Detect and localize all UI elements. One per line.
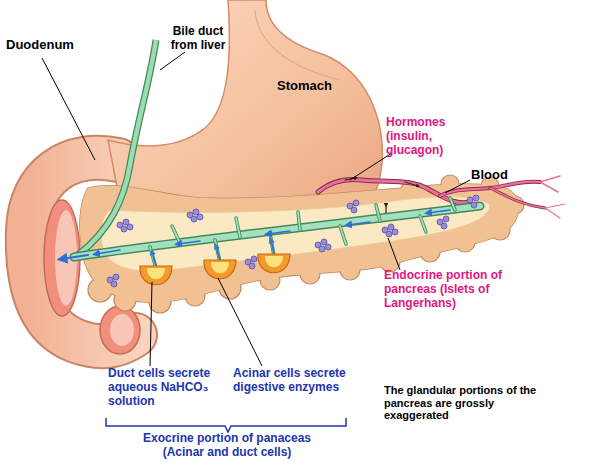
stomach-fold: [255, 10, 340, 80]
part-label: Duodenum: [6, 38, 96, 53]
group-label: Exocrine portion of panaceas (Acinar and…: [122, 432, 332, 460]
blood-vessels: [318, 176, 565, 218]
leader-line: [42, 52, 470, 366]
note-text: The glandular portions of the pancreas a…: [384, 384, 549, 422]
part-label: Endocrine portion of pancreas (Islets of…: [384, 269, 534, 310]
acinus: [140, 254, 290, 285]
bracket: [106, 418, 346, 432]
cell-label: Acinar cells secrete digestive enzymes: [233, 367, 348, 395]
hormone-label: Hormones (insulin, glucagon): [386, 116, 466, 157]
pancreatic-duct: [62, 198, 480, 268]
part-label: Stomach: [277, 79, 357, 94]
bile-duct: [78, 40, 156, 255]
duodenum-section: [100, 306, 140, 354]
cell-label: Duct cells secrete aqueous NaHCO₃ soluti…: [108, 367, 223, 408]
bile-duct: [78, 40, 156, 255]
duodenum-lumen: [110, 314, 134, 346]
part-label: Bile duct from liver: [158, 25, 238, 53]
part-label: Blood: [471, 168, 531, 183]
